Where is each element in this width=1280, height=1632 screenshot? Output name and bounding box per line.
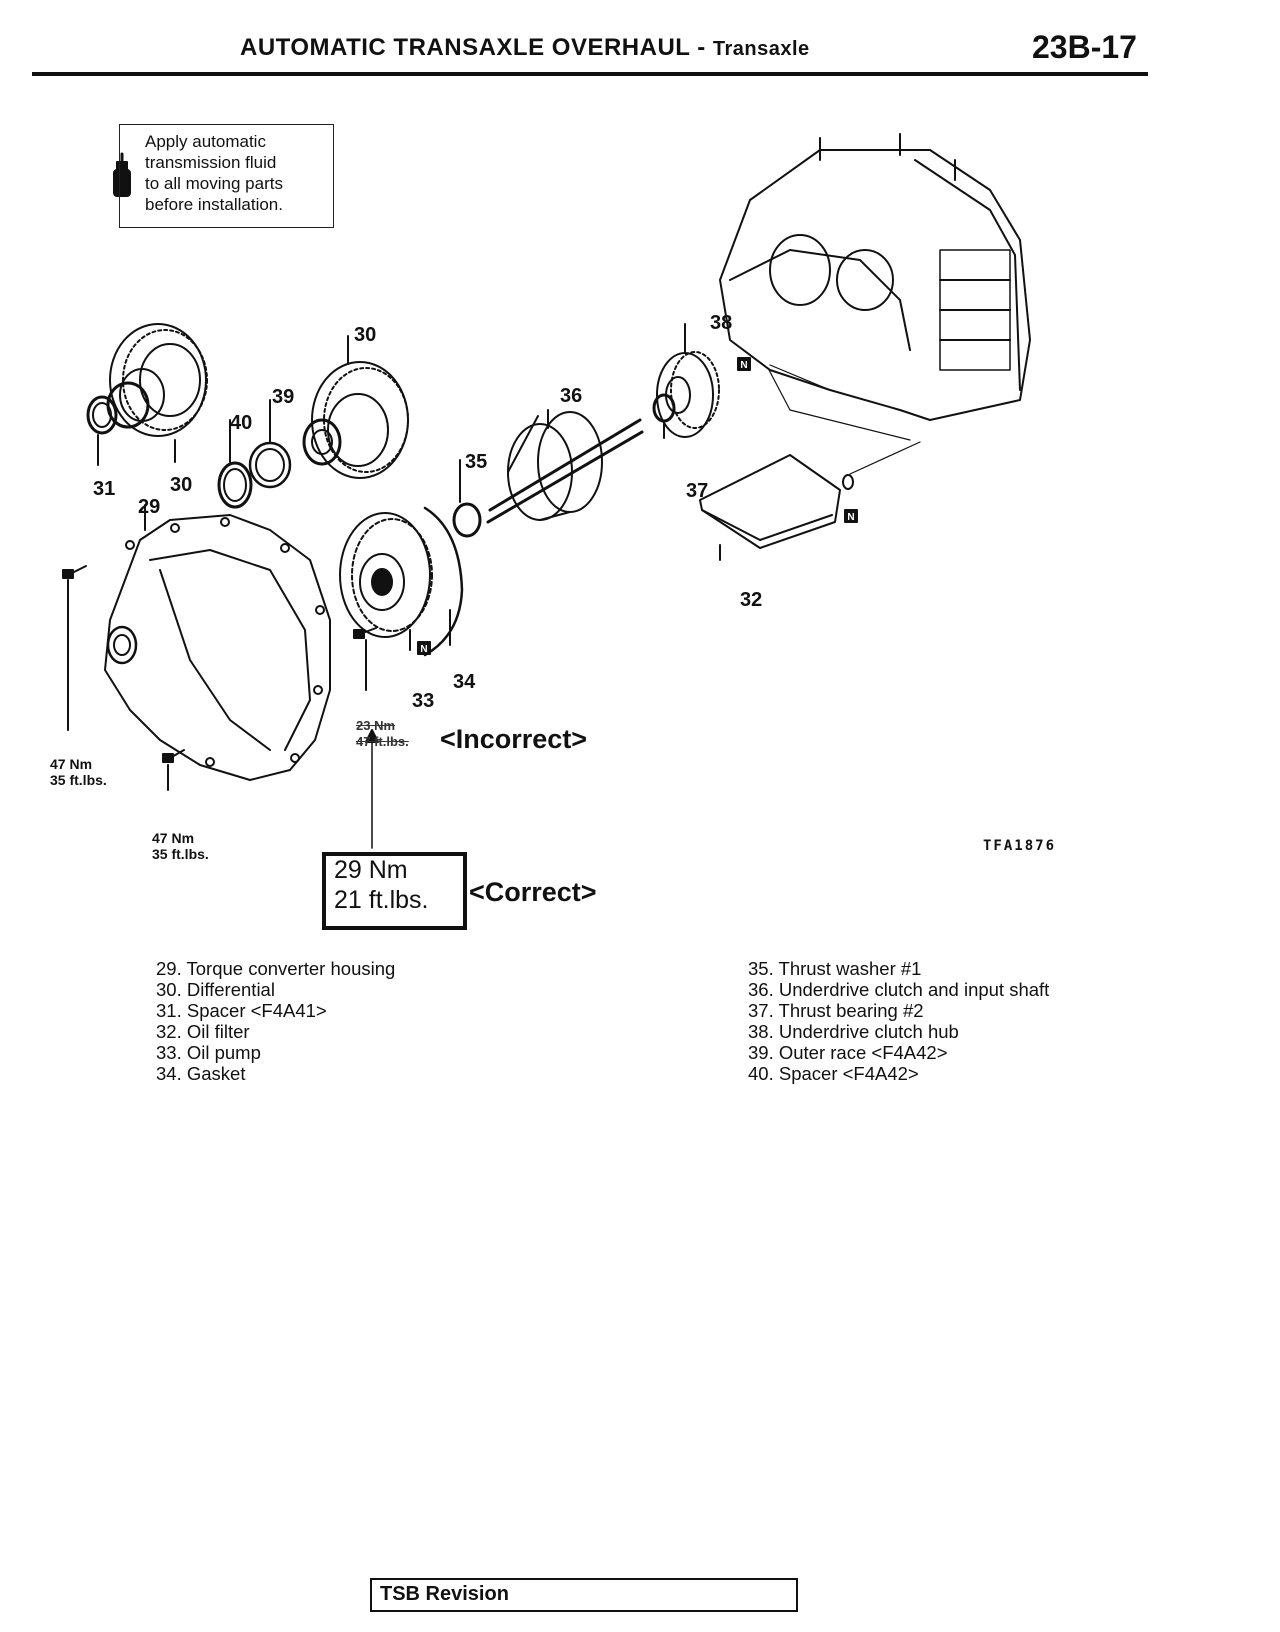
title-main: AUTOMATIC TRANSAXLE OVERHAUL <box>240 34 691 61</box>
note-line: Apply automatic <box>145 132 266 151</box>
incorrect-label: <Incorrect> <box>440 724 588 754</box>
parts-list-right: 35. Thrust washer #1 36. Underdrive clut… <box>748 958 1049 1084</box>
oil-filter-drawing <box>699 454 841 561</box>
n-mark-label: N <box>420 644 427 655</box>
callout-35: 35 <box>465 451 488 473</box>
list-item: 32. Oil filter <box>156 1021 250 1042</box>
torque-ftlbs: 35 ft.lbs. <box>152 846 209 862</box>
list-item: 40. Spacer <F4A42> <box>748 1063 919 1084</box>
figure-code: TFA1876 <box>983 838 1057 854</box>
torque-left-bolt: 47 Nm 35 ft.lbs. <box>50 756 107 788</box>
list-item: 37. Thrust bearing #2 <box>748 1000 924 1021</box>
incorrect-ftlbs: 47 ft.lbs. <box>356 734 409 749</box>
callout-30-left: 30 <box>170 474 193 496</box>
torque-nm: 47 Nm <box>152 830 195 846</box>
callout-30-center: 30 <box>354 324 377 346</box>
differential-left-drawing <box>86 323 208 466</box>
thrust-washer-drawing <box>452 459 482 538</box>
oil-pump-drawing <box>339 506 464 657</box>
callout-36: 36 <box>560 385 583 407</box>
callout-40: 40 <box>230 412 253 434</box>
callout-38: 38 <box>710 312 733 334</box>
clutch-hub-drawing <box>652 323 720 439</box>
torque-nm: 47 Nm <box>50 756 93 772</box>
n-mark-label: N <box>740 360 747 371</box>
n-mark-label: N <box>847 512 854 523</box>
note-text: Apply automatic transmission fluid to al… <box>145 131 320 215</box>
list-item: 29. Torque converter housing <box>156 958 396 979</box>
list-item: 34. Gasket <box>156 1063 246 1084</box>
callout-29: 29 <box>138 496 161 518</box>
n-mark-box-3 <box>417 641 431 655</box>
list-item: 36. Underdrive clutch and input shaft <box>748 979 1050 1000</box>
exploded-view-drawing: N N N <box>62 133 1031 849</box>
title-subtitle: Transaxle <box>712 38 810 60</box>
bolt-bottom-drawing <box>162 749 185 791</box>
correct-nm: 29 Nm <box>334 856 408 884</box>
transaxle-case-drawing <box>719 133 1031 421</box>
incorrect-torque-struck: 23 Nm 47 ft.lbs. <box>356 718 409 750</box>
correct-label: <Correct> <box>469 877 597 907</box>
correct-torque-box <box>322 852 467 930</box>
n-mark-box-2 <box>844 509 858 523</box>
oil-bottle-icon <box>113 152 131 197</box>
note-line: before installation. <box>145 195 283 214</box>
list-item: 30. Differential <box>156 979 275 1000</box>
callout-39: 39 <box>272 386 295 408</box>
note-line: to all moving parts <box>145 174 283 193</box>
bolt-oil-pump-drawing <box>353 627 377 691</box>
callout-37: 37 <box>686 480 709 502</box>
spacer-and-race-drawing <box>217 399 292 509</box>
o-ring-drawing <box>767 364 921 490</box>
list-item: 39. Outer race <F4A42> <box>748 1042 948 1063</box>
note-line: transmission fluid <box>145 153 277 172</box>
bolt-left-drawing <box>62 565 87 731</box>
incorrect-nm: 23 Nm <box>356 718 396 733</box>
parts-list-left: 29. Torque converter housing 30. Differe… <box>156 958 395 1084</box>
page-title: AUTOMATIC TRANSAXLE OVERHAUL - Transaxle <box>240 34 810 62</box>
callout-31: 31 <box>93 478 116 500</box>
correction-arrow <box>365 729 379 849</box>
list-item: 35. Thrust washer #1 <box>748 958 922 979</box>
torque-converter-housing-drawing <box>104 504 331 781</box>
torque-bottom-bolt: 47 Nm 35 ft.lbs. <box>152 830 209 862</box>
title-separator: - <box>697 34 706 61</box>
tsb-revision-label: TSB Revision <box>380 1583 509 1605</box>
page-number: 23B-17 <box>1032 29 1137 65</box>
callout-33: 33 <box>412 690 435 712</box>
list-item: 38. Underdrive clutch hub <box>748 1021 959 1042</box>
header-rule <box>32 72 1148 76</box>
torque-ftlbs: 35 ft.lbs. <box>50 772 107 788</box>
list-item: 31. Spacer <F4A41> <box>156 1000 327 1021</box>
underdrive-clutch-drawing <box>486 409 644 524</box>
tsb-revision-box <box>370 1578 798 1612</box>
note-box <box>119 124 334 228</box>
correct-ftlbs: 21 ft.lbs. <box>334 886 429 914</box>
differential-center-drawing <box>302 335 409 479</box>
n-mark-box-1 <box>737 357 751 371</box>
list-item: 33. Oil pump <box>156 1042 261 1063</box>
callout-34: 34 <box>453 671 476 693</box>
callout-32: 32 <box>740 589 763 611</box>
